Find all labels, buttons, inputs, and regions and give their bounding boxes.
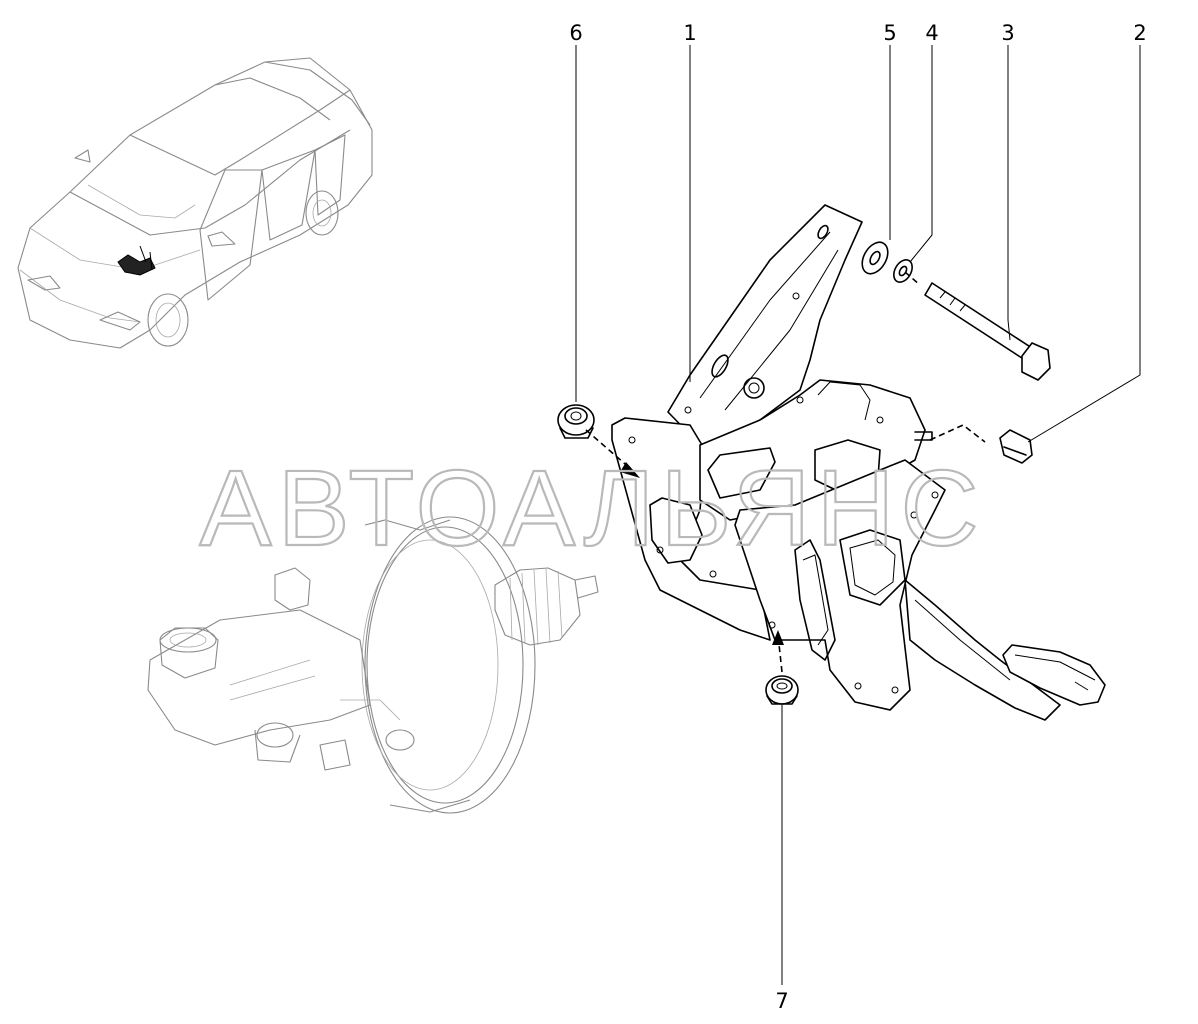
callout-1: 1 — [683, 21, 696, 45]
callout-numbers: 6 1 5 4 3 2 7 — [569, 21, 1146, 1013]
car-location-sketch — [17, 57, 373, 349]
nut-part-7 — [765, 675, 799, 705]
washer-part-5 — [861, 241, 889, 275]
bolt-part-2 — [999, 429, 1033, 464]
spring-washer-part-4 — [893, 259, 913, 283]
callout-5: 5 — [883, 21, 896, 45]
callout-3: 3 — [1001, 21, 1014, 45]
assembly-paths — [585, 271, 986, 673]
callout-6: 6 — [569, 21, 582, 45]
callout-2: 2 — [1133, 21, 1146, 45]
pedal-bracket — [611, 204, 1106, 721]
brake-booster-assembly — [147, 516, 599, 814]
bolt-part-3 — [924, 282, 1051, 381]
callout-4: 4 — [925, 21, 938, 45]
leader-lines — [575, 45, 1141, 985]
nut-part-6 — [557, 404, 595, 439]
callout-7: 7 — [775, 989, 788, 1013]
watermark-text: АВТОАЛЬЯНС — [200, 447, 985, 568]
